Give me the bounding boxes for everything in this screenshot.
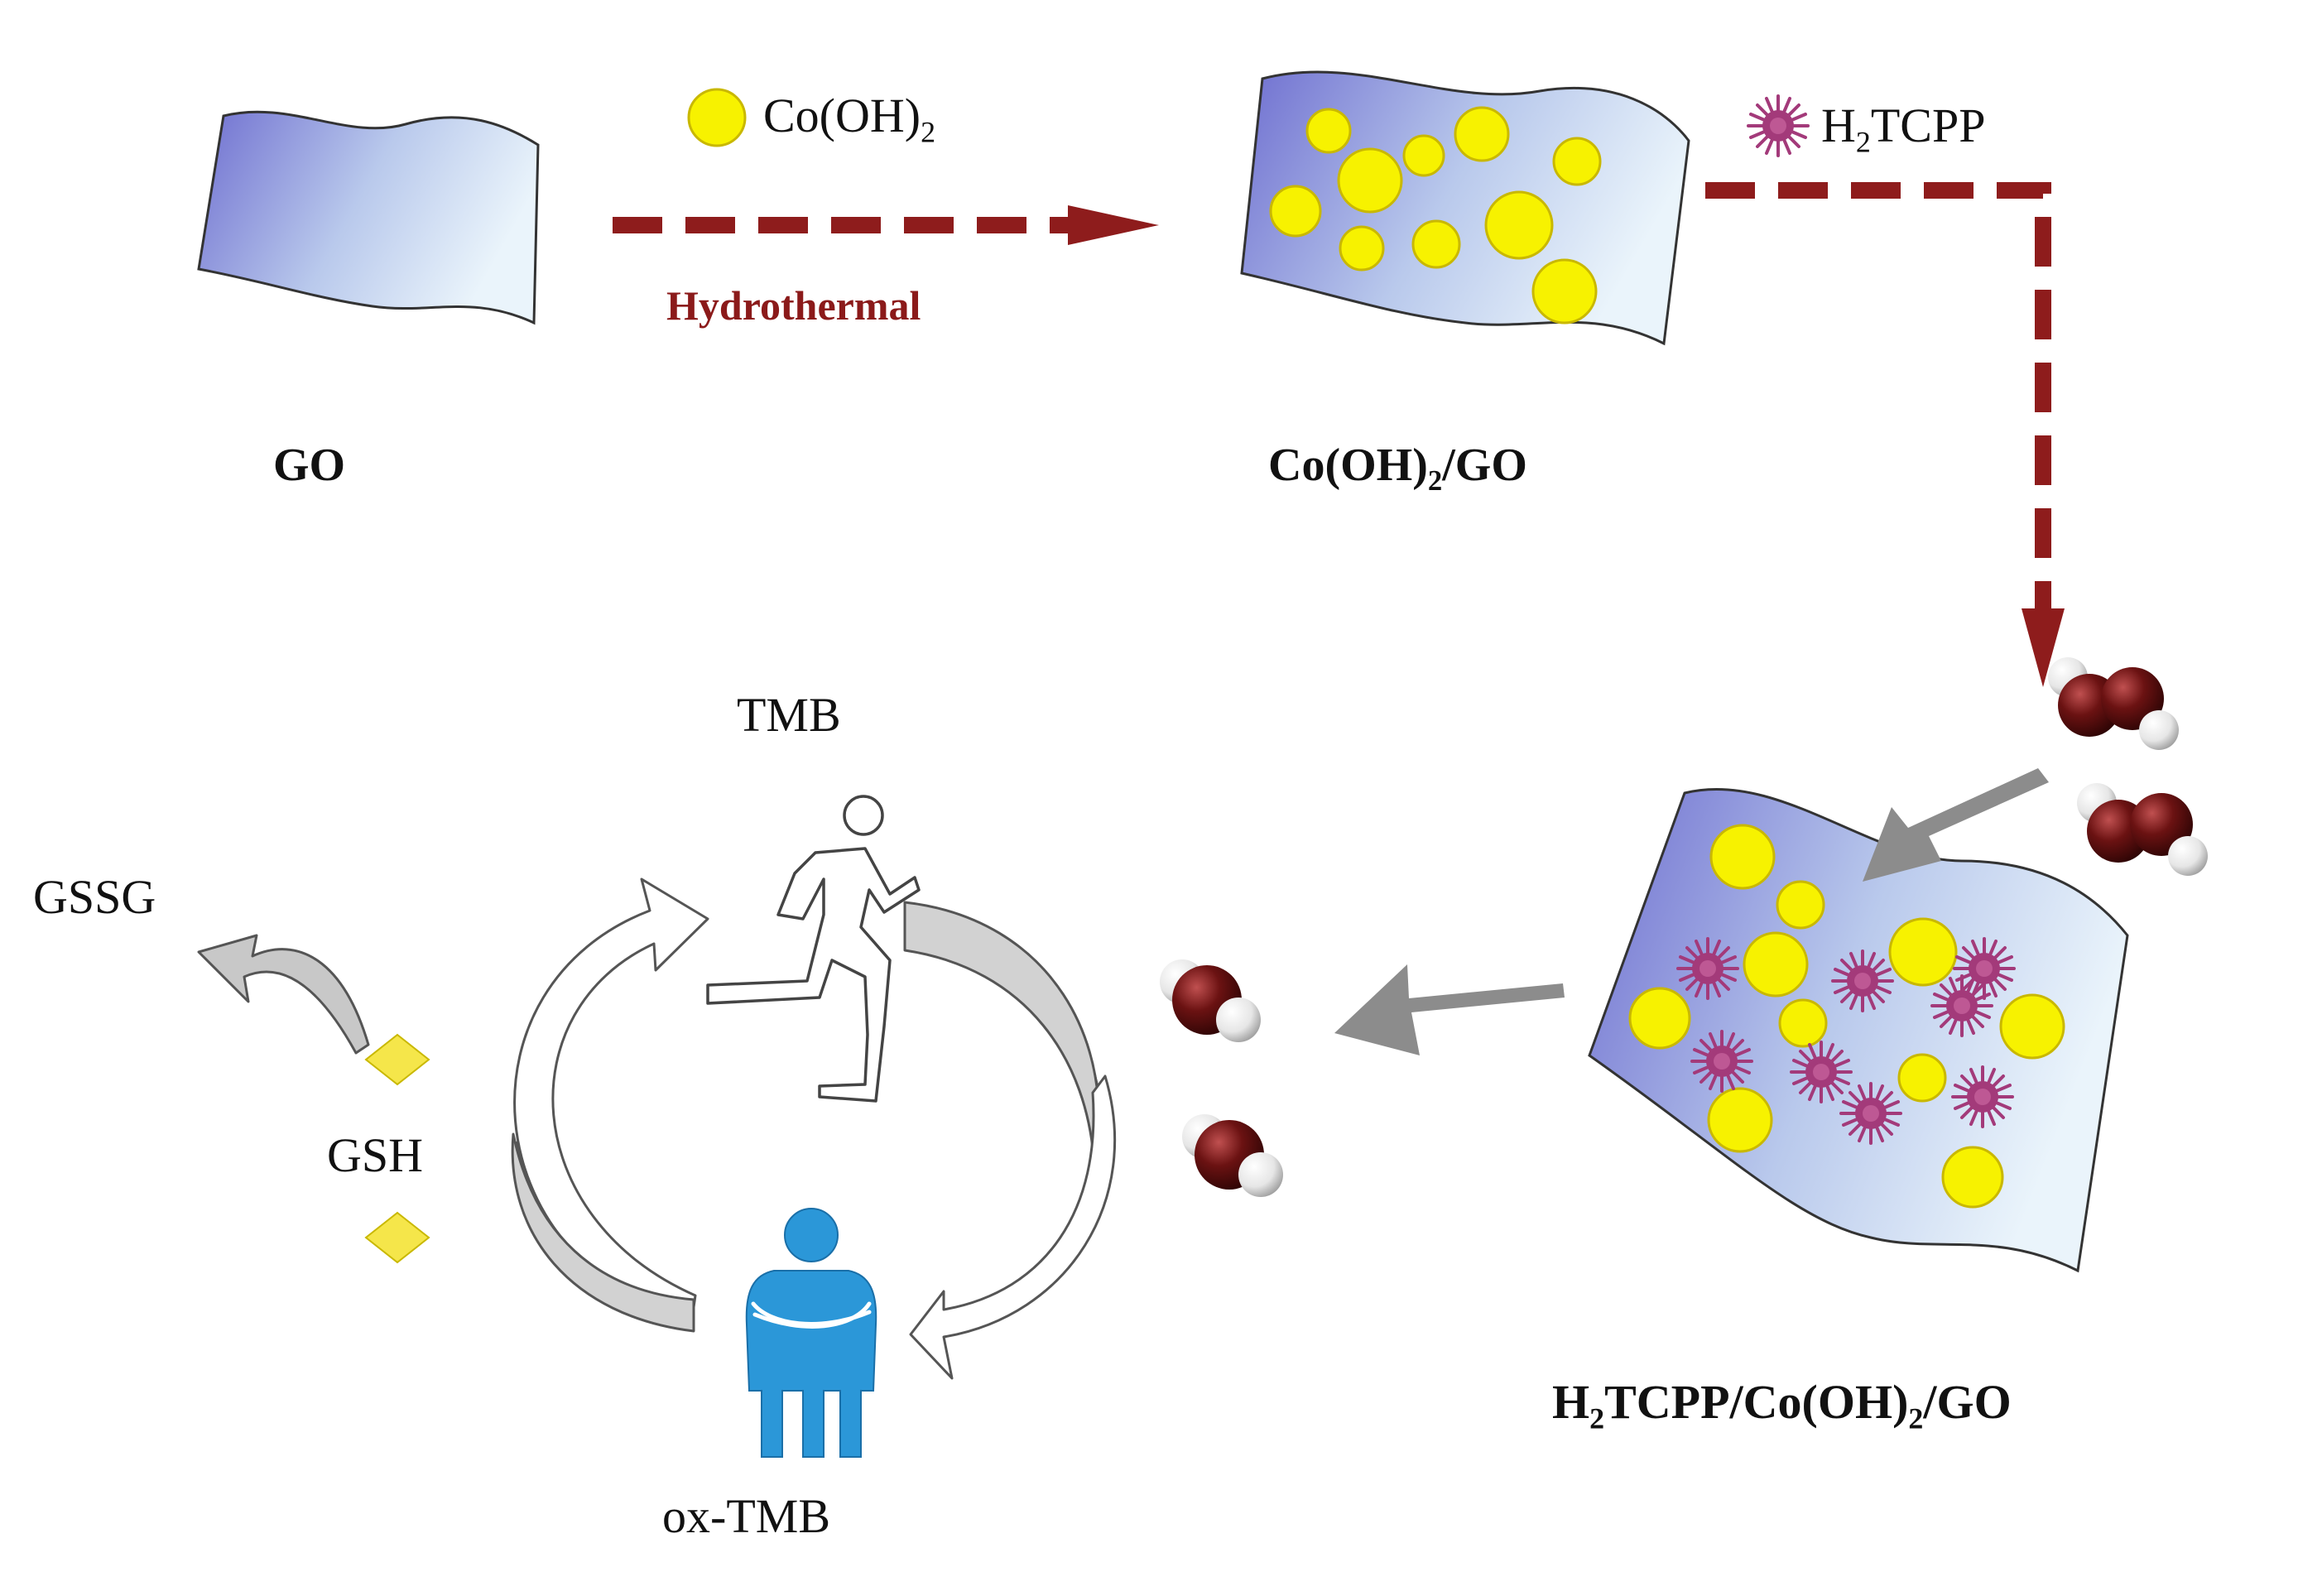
reagent-porphyrin-label: H2TCPP: [1821, 98, 1986, 160]
composite-formula-end: /GO: [1923, 1375, 2012, 1429]
go-label: GO: [273, 440, 346, 491]
reagent-porphyrin-formula: H: [1821, 99, 1856, 152]
composite-formula-start: H: [1552, 1375, 1590, 1429]
gsh-label: GSH: [327, 1128, 424, 1182]
crossed-arms-icon: [751, 1301, 872, 1329]
co-go-suffix: /GO: [1442, 440, 1527, 491]
composite-subscript-1: 2: [1589, 1401, 1605, 1435]
gsh-diamond-icon: [365, 1212, 430, 1263]
composite-label: H2TCPP/Co(OH)2/GO: [1552, 1374, 2012, 1436]
catalysis-input-arrow: [1863, 768, 2049, 882]
gssg-label: GSSG: [33, 870, 156, 924]
hydrogen-peroxide-molecule-icon: [2077, 783, 2208, 876]
hydroxyl-radical-icon: [1160, 959, 1261, 1042]
porphyrin-icon: [1747, 94, 1810, 157]
co-go-sheet-icon: [1240, 70, 1690, 346]
composite-formula-middle: TCPP/Co(OH): [1604, 1375, 1909, 1429]
reagent-porphyrin-suffix: TCPP: [1870, 99, 1986, 152]
reagent-cobalt-hydroxide-label: Co(OH)2: [763, 88, 935, 150]
hydrothermal-arrow: [613, 205, 1159, 245]
composite-sheet-icon: [1588, 787, 2129, 1273]
hydrogen-peroxide-molecule-icon: [2048, 657, 2179, 750]
running-person-icon: [706, 795, 921, 1103]
co-go-label: Co(OH)2/GO: [1268, 439, 1527, 498]
reagent-porphyrin-subscript: 2: [1855, 125, 1871, 159]
gsh-diamond-icon: [365, 1034, 430, 1085]
glutathione-oxidation-arrow: [197, 934, 370, 1055]
hydroxyl-radical-icon: [1182, 1114, 1283, 1197]
reagent-cobalt-hydroxide-formula: Co(OH): [763, 89, 921, 142]
porphyrin-loading-arrow: [1705, 182, 2065, 687]
reagent-cobalt-hydroxide-subscript: 2: [921, 115, 936, 149]
ox-tmb-label: ox-TMB: [662, 1489, 830, 1543]
go-sheet-icon: [197, 110, 540, 325]
co-go-subscript: 2: [1427, 464, 1443, 498]
cobalt-hydroxide-particle-icon: [687, 88, 747, 147]
oxidation-cycle: [511, 877, 1117, 1380]
catalysis-output-arrow: [1334, 964, 1565, 1055]
hydrothermal-label: Hydrothermal: [666, 282, 921, 329]
tmb-label: TMB: [737, 688, 841, 742]
co-go-formula: Co(OH): [1268, 440, 1428, 491]
resting-person-icon: [745, 1208, 877, 1458]
composite-subscript-2: 2: [1908, 1401, 1924, 1435]
